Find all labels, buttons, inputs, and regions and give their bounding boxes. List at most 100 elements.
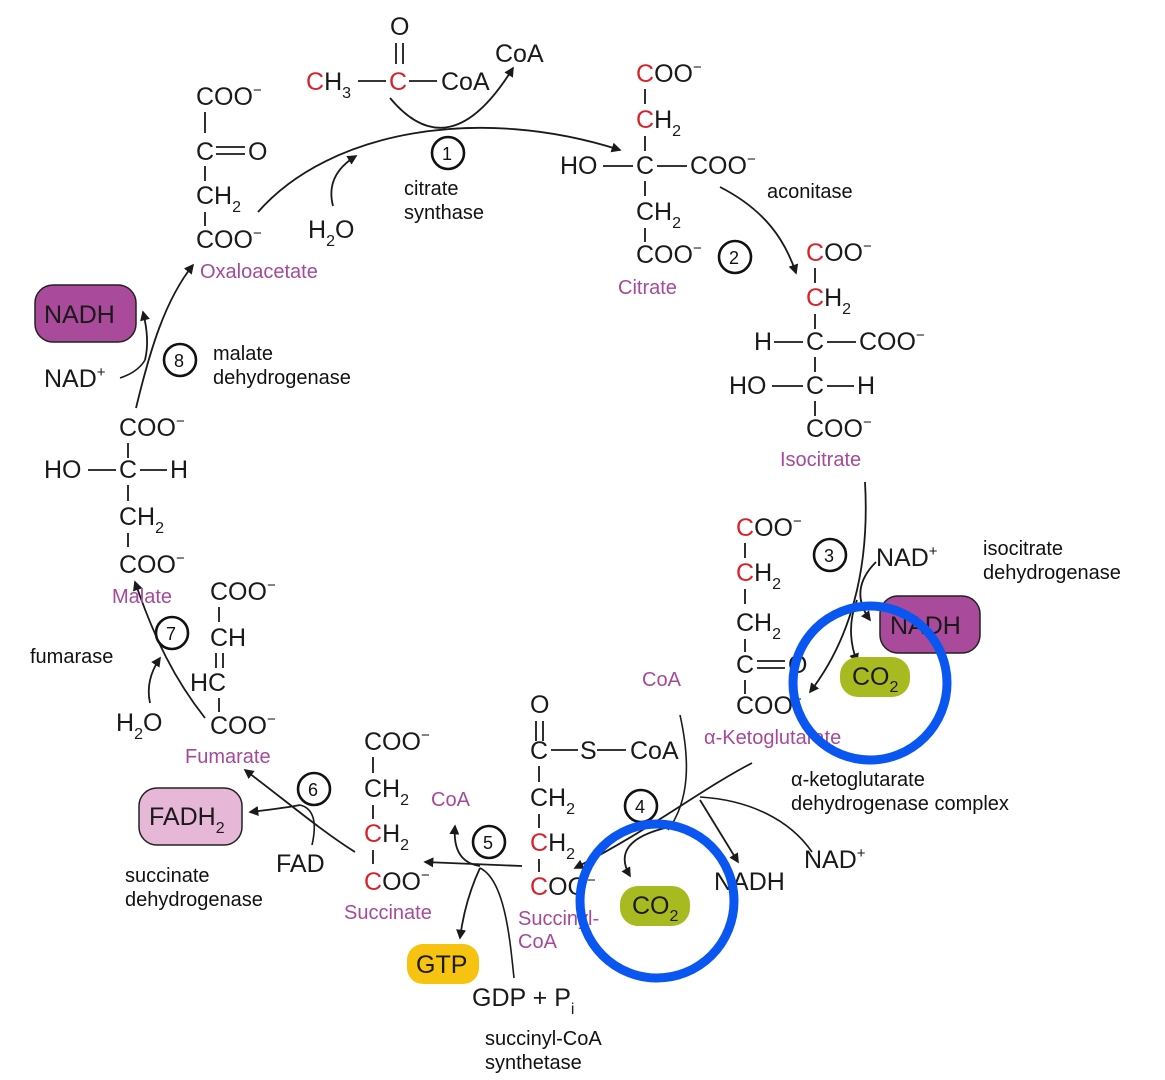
coa-out-arrow-5 <box>449 824 481 867</box>
svg-text:synthetase: synthetase <box>485 1052 582 1074</box>
svg-text:S: S <box>580 737 597 765</box>
svg-text:CH2: CH2 <box>119 503 164 537</box>
isocitrate-structure: COO− CH2 H C COO− HO C H COO− Isocitrate <box>729 238 925 471</box>
svg-text:CO2: CO2 <box>632 892 679 925</box>
coa-release-arrow <box>389 66 514 129</box>
svg-text:CH2: CH2 <box>636 198 681 232</box>
h2o-step7: H2O <box>116 709 162 743</box>
co2-box-step3: CO2 <box>840 657 910 697</box>
svg-text:synthase: synthase <box>404 202 484 224</box>
svg-text:CH2: CH2 <box>530 829 575 863</box>
svg-text:GTP: GTP <box>416 951 467 979</box>
svg-text:COO−: COO− <box>859 327 925 356</box>
acetyl-coa-structure: O CH3 C CoA <box>306 13 490 102</box>
nad-in-line-8 <box>119 359 146 379</box>
fumarate-label: Fumarate <box>185 746 271 768</box>
svg-text:dehydrogenase complex: dehydrogenase complex <box>791 793 1009 815</box>
gdp-pi: GDP + Pi <box>472 984 574 1018</box>
svg-text:C: C <box>736 651 754 679</box>
enzyme-fumarase: fumarase <box>30 646 113 668</box>
svg-text:5: 5 <box>483 833 493 853</box>
svg-text:8: 8 <box>174 351 184 371</box>
svg-text:COO−: COO− <box>119 550 185 579</box>
co2-out-arrow-4 <box>621 827 666 878</box>
svg-text:CH2: CH2 <box>736 559 781 593</box>
nad-step8: NAD+ <box>44 364 106 393</box>
nad-step4: NAD+ <box>804 845 866 874</box>
svg-text:C: C <box>636 152 654 180</box>
svg-text:COO−: COO− <box>636 240 702 269</box>
succinate-structure: COO− CH2 CH2 COO− Succinate <box>344 727 432 924</box>
svg-text:HO: HO <box>729 372 767 400</box>
svg-text:O: O <box>390 13 409 41</box>
svg-text:dehydrogenase: dehydrogenase <box>983 562 1121 584</box>
nad-in-line-4 <box>699 796 813 853</box>
svg-text:H: H <box>857 372 875 400</box>
svg-text:CH2: CH2 <box>196 182 241 216</box>
svg-text:COO−: COO− <box>119 413 185 442</box>
step-2-arrow <box>719 186 799 275</box>
svg-text:1: 1 <box>442 144 452 164</box>
svg-text:CH2: CH2 <box>364 775 409 809</box>
step-2-marker <box>717 239 753 275</box>
svg-text:HC: HC <box>190 669 226 697</box>
nadh-out-arrow-8 <box>140 310 150 361</box>
svg-text:COO−: COO− <box>364 727 430 756</box>
step-8-marker <box>162 342 198 378</box>
svg-text:CH2: CH2 <box>364 820 409 854</box>
nadh-out-arrow-3 <box>859 561 877 622</box>
fad-in-line-6 <box>299 804 316 846</box>
svg-text:C: C <box>389 68 407 96</box>
step-1-marker <box>430 135 466 171</box>
highlight-ring-co2-step3 <box>788 601 952 765</box>
svg-text:CoA: CoA <box>518 931 558 953</box>
svg-text:COO−: COO− <box>196 225 262 254</box>
svg-text:COO−: COO− <box>636 59 702 88</box>
svg-text:COO−: COO− <box>736 513 802 542</box>
svg-text:COO−: COO− <box>196 82 262 111</box>
enzyme-citrate-synthase: citrate <box>404 178 458 200</box>
citrate-structure: COO− CH2 HO C COO− CH2 COO− Citrate <box>560 59 756 299</box>
enzyme-malate-dehydrogenase: malate <box>213 343 273 365</box>
svg-text:O: O <box>248 138 267 166</box>
gtp-box: GTP <box>407 944 479 984</box>
step-6-marker <box>296 771 332 807</box>
step-7-marker <box>154 615 190 651</box>
enzyme-aconitase: aconitase <box>767 181 853 203</box>
enzyme-isocitrate-dehydrogenase: isocitrate <box>983 538 1063 560</box>
step-3-arrow <box>808 481 867 694</box>
svg-text:COO−: COO− <box>806 414 872 443</box>
fumarate-structure: COO− CH HC COO− Fumarate <box>185 577 276 768</box>
step-3-marker <box>812 537 848 573</box>
svg-text:CH: CH <box>210 624 246 652</box>
nadh-out-arrow-4 <box>699 799 739 864</box>
svg-text:COO−: COO− <box>690 151 756 180</box>
svg-text:COO−: COO− <box>210 711 276 740</box>
co2-box-step4: CO2 <box>620 886 690 926</box>
svg-text:C: C <box>806 328 824 356</box>
svg-text:H: H <box>754 328 772 356</box>
enzyme-succinyl-coa-synthetase: succinyl-CoA <box>485 1028 602 1050</box>
svg-text:FADH2: FADH2 <box>149 803 225 837</box>
fad-step6: FAD <box>276 850 325 878</box>
svg-text:C: C <box>119 456 137 484</box>
fadh2-out-arrow-6 <box>248 804 301 817</box>
malate-structure: COO− HO C H CH2 COO− Malate <box>44 413 188 608</box>
svg-text:H: H <box>170 456 188 484</box>
enzyme-alpha-kg-dehydrogenase: α-ketoglutarate <box>791 769 925 791</box>
svg-text:COO−: COO− <box>806 238 872 267</box>
svg-text:CoA: CoA <box>630 737 679 765</box>
svg-text:7: 7 <box>166 624 176 644</box>
fadh2-box: FADH2 <box>138 787 243 846</box>
nadh-box-step8: NADH <box>34 284 137 343</box>
nad-step3: NAD+ <box>876 543 938 572</box>
svg-text:C: C <box>806 372 824 400</box>
svg-text:3: 3 <box>824 546 834 566</box>
h2o-step1: H2O <box>308 216 354 250</box>
svg-text:COO−: COO− <box>364 867 430 896</box>
oxaloacetate-label: Oxaloacetate <box>200 261 318 283</box>
step-6-arrow <box>243 768 356 853</box>
svg-text:CH3: CH3 <box>306 68 351 102</box>
svg-text:CoA: CoA <box>441 68 490 96</box>
